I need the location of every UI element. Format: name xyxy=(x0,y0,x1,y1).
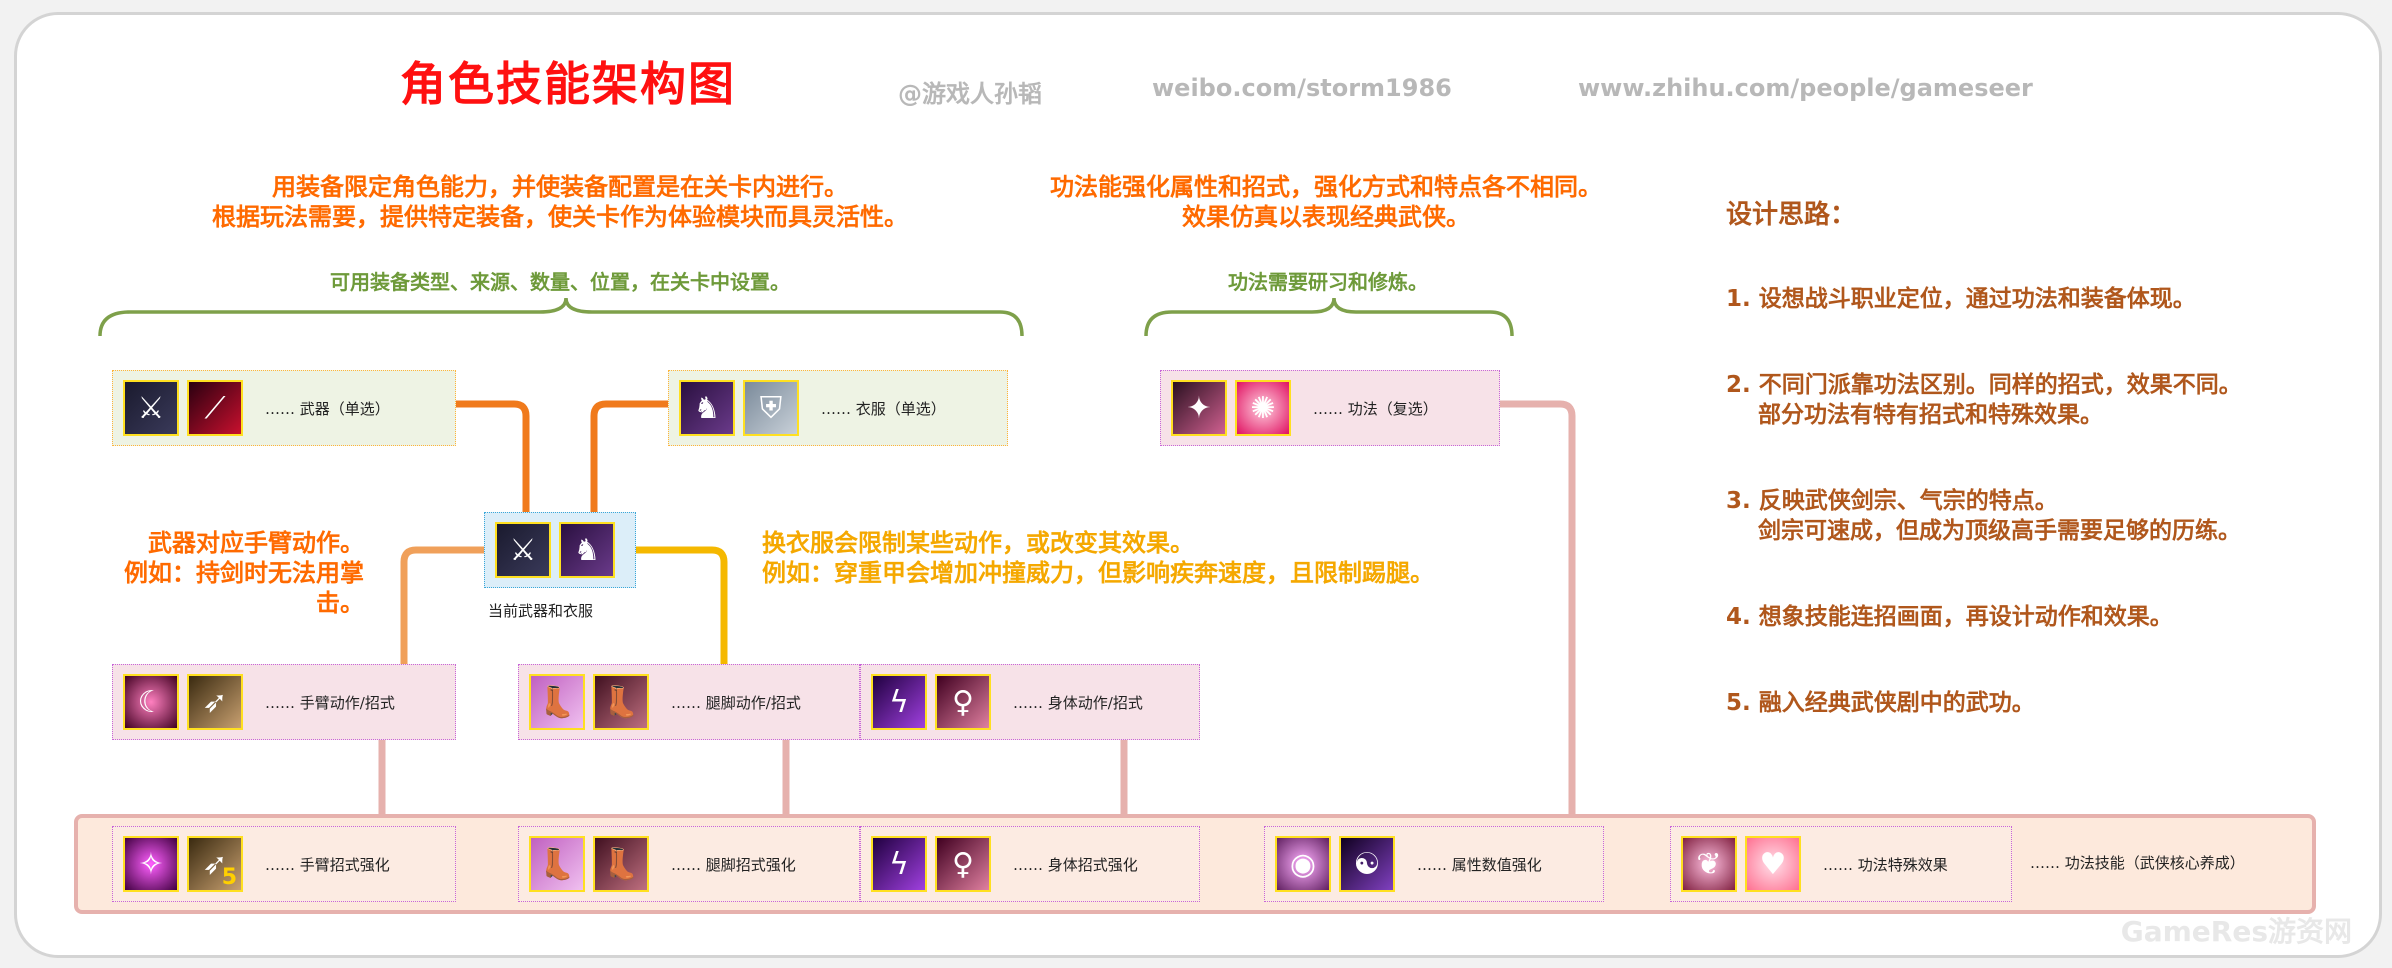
arm-enhance-box: ✧ ➶5 …… 手臂招式强化 xyxy=(112,826,456,902)
arm-action-box: ☾ ➶ …… 手臂动作/招式 xyxy=(112,664,456,740)
armor-chest-icon: ⛨ xyxy=(743,380,799,436)
clothes-connector xyxy=(590,400,668,528)
design-item-2: 2. 不同门派靠功法区别。同样的招式，效果不同。 部分功法有特有招式和特殊效果。 xyxy=(1726,372,2242,428)
armored-knight-icon: ♞ xyxy=(679,380,735,436)
body-action-label: …… 身体动作/招式 xyxy=(1013,693,1143,712)
gongfa-annotation: 功法能强化属性和招式，强化方式和特点各不相同。 效果仿真以表现经典武侠。 xyxy=(1016,172,1636,232)
sword-icon: ⚔ xyxy=(495,522,551,578)
body-action-box: ϟ ♀ …… 身体动作/招式 xyxy=(860,664,1200,740)
red-slash-icon: ⟋ xyxy=(187,380,243,436)
weapon-note: 武器对应手臂动作。 例如：持剑时无法用掌击。 xyxy=(84,528,364,618)
lightning-figure-icon: ϟ xyxy=(871,836,927,892)
spear-tip-icon: ➶5 xyxy=(187,836,243,892)
pink-burst-icon: ✺ xyxy=(1235,380,1291,436)
gongfa-line-2: 效果仿真以表现经典武侠。 xyxy=(1182,203,1470,231)
gongfa-label: …… 功法（复选） xyxy=(1313,399,1438,418)
leg-enhance-label: …… 腿脚招式强化 xyxy=(671,855,796,874)
arm-connector xyxy=(400,546,484,664)
design-item-3: 3. 反映武侠剑宗、气宗的特点。 剑宗可速成，但成为顶级高手需要足够的历练。 xyxy=(1726,488,2242,544)
body-connector xyxy=(636,546,728,664)
gongfa-connector xyxy=(1500,400,1576,816)
gongfa-bracket xyxy=(1144,297,1514,337)
heart-orb-icon: ◉ xyxy=(1275,836,1331,892)
meditating-figure-icon: ☯ xyxy=(1339,836,1395,892)
clothes-note: 换衣服会限制某些动作，或改变其效果。 例如：穿重甲会增加冲撞威力，但影响疾奔速度… xyxy=(762,528,1434,588)
spear-tip-icon: ➶ xyxy=(187,674,243,730)
clothes-label: …… 衣服（单选） xyxy=(821,399,946,418)
watermark: GameRes游资网 xyxy=(2120,915,2352,948)
armored-knight-icon: ♞ xyxy=(559,522,615,578)
design-heading: 设计思路： xyxy=(1726,200,1857,230)
badge-number: 5 xyxy=(221,865,237,890)
weapon-label: …… 武器（单选） xyxy=(265,399,390,418)
equip-line-1: 用装备限定角色能力，并使装备配置是在关卡内进行。 xyxy=(272,173,848,201)
diagram-frame xyxy=(14,12,2382,958)
equip-bracket xyxy=(98,297,1024,337)
gongfa-skill-label: …… 功法技能（武侠核心养成） xyxy=(2030,854,2245,872)
body-enhance-label: …… 身体招式强化 xyxy=(1013,855,1138,874)
weapon-note-line-1: 武器对应手臂动作。 xyxy=(148,529,364,557)
equip-sub-note: 可用装备类型、来源、数量、位置，在关卡中设置。 xyxy=(330,270,790,294)
hearts-icon: ❦ xyxy=(1681,836,1737,892)
leg-action-box: 👢 👢 …… 腿脚动作/招式 xyxy=(518,664,860,740)
design-item-5: 5. 融入经典武侠剧中的武功。 xyxy=(1726,690,2035,716)
equip-line-2: 根据玩法需要，提供特定装备，使关卡作为体验模块而具灵活性。 xyxy=(212,203,908,231)
arm-enhance-label: …… 手臂招式强化 xyxy=(265,855,390,874)
current-equipment-label: 当前武器和衣服 xyxy=(488,602,594,620)
robed-figure-icon: ♀ xyxy=(935,836,991,892)
crescent-slash-icon: ✧ xyxy=(123,836,179,892)
clothes-note-line-2: 例如：穿重甲会增加冲撞威力，但影响疾奔速度，且限制踢腿。 xyxy=(762,559,1434,587)
gongfa-box: ✦ ✺ …… 功法（复选） xyxy=(1160,370,1500,446)
body-enhance-box: ϟ ♀ …… 身体招式强化 xyxy=(860,826,1200,902)
weapon-box: ⚔ ⟋ …… 武器（单选） xyxy=(112,370,456,446)
current-equipment-box: ⚔ ♞ xyxy=(484,512,636,588)
kick-boot-icon: 👢 xyxy=(593,836,649,892)
gongfa-sub-note: 功法需要研习和修炼。 xyxy=(1228,270,1428,294)
credit-handle: @游戏人孙韬 xyxy=(898,80,1042,108)
robed-figure-icon: ♀ xyxy=(935,674,991,730)
boot-icon: 👢 xyxy=(529,674,585,730)
lightning-figure-icon: ϟ xyxy=(871,674,927,730)
gongfa-special-label: …… 功法特殊效果 xyxy=(1823,855,1948,874)
heart-icon: ♥ xyxy=(1745,836,1801,892)
glowing-blade-icon: ✦ xyxy=(1171,380,1227,436)
attr-enhance-box: ◉ ☯ …… 属性数值强化 xyxy=(1264,826,1604,902)
leg-enhance-box: 👢 👢 …… 腿脚招式强化 xyxy=(518,826,860,902)
weapon-connector xyxy=(456,400,530,528)
kick-boot-icon: 👢 xyxy=(593,674,649,730)
boot-icon: 👢 xyxy=(529,836,585,892)
design-item-1: 1. 设想战斗职业定位，通过功法和装备体现。 xyxy=(1726,286,2196,312)
equip-annotation: 用装备限定角色能力，并使装备配置是在关卡内进行。 根据玩法需要，提供特定装备，使… xyxy=(160,172,960,232)
leg-action-label: …… 腿脚动作/招式 xyxy=(671,693,801,712)
gongfa-line-1: 功法能强化属性和招式，强化方式和特点各不相同。 xyxy=(1050,173,1602,201)
arm-action-label: …… 手臂动作/招式 xyxy=(265,693,395,712)
clothes-note-line-1: 换衣服会限制某些动作，或改变其效果。 xyxy=(762,529,1194,557)
sword-icon: ⚔ xyxy=(123,380,179,436)
credit-zhihu: www.zhihu.com/people/gameseer xyxy=(1578,74,2033,102)
credit-weibo: weibo.com/storm1986 xyxy=(1152,74,1452,102)
diagram-title: 角色技能架构图 xyxy=(400,57,736,111)
crescent-slash-icon: ☾ xyxy=(123,674,179,730)
clothes-box: ♞ ⛨ …… 衣服（单选） xyxy=(668,370,1008,446)
attr-enhance-label: …… 属性数值强化 xyxy=(1417,855,1542,874)
design-item-4: 4. 想象技能连招画面，再设计动作和效果。 xyxy=(1726,604,2173,630)
gongfa-special-box: ❦ ♥ …… 功法特殊效果 xyxy=(1670,826,2012,902)
weapon-note-line-2: 例如：持剑时无法用掌击。 xyxy=(124,559,364,617)
